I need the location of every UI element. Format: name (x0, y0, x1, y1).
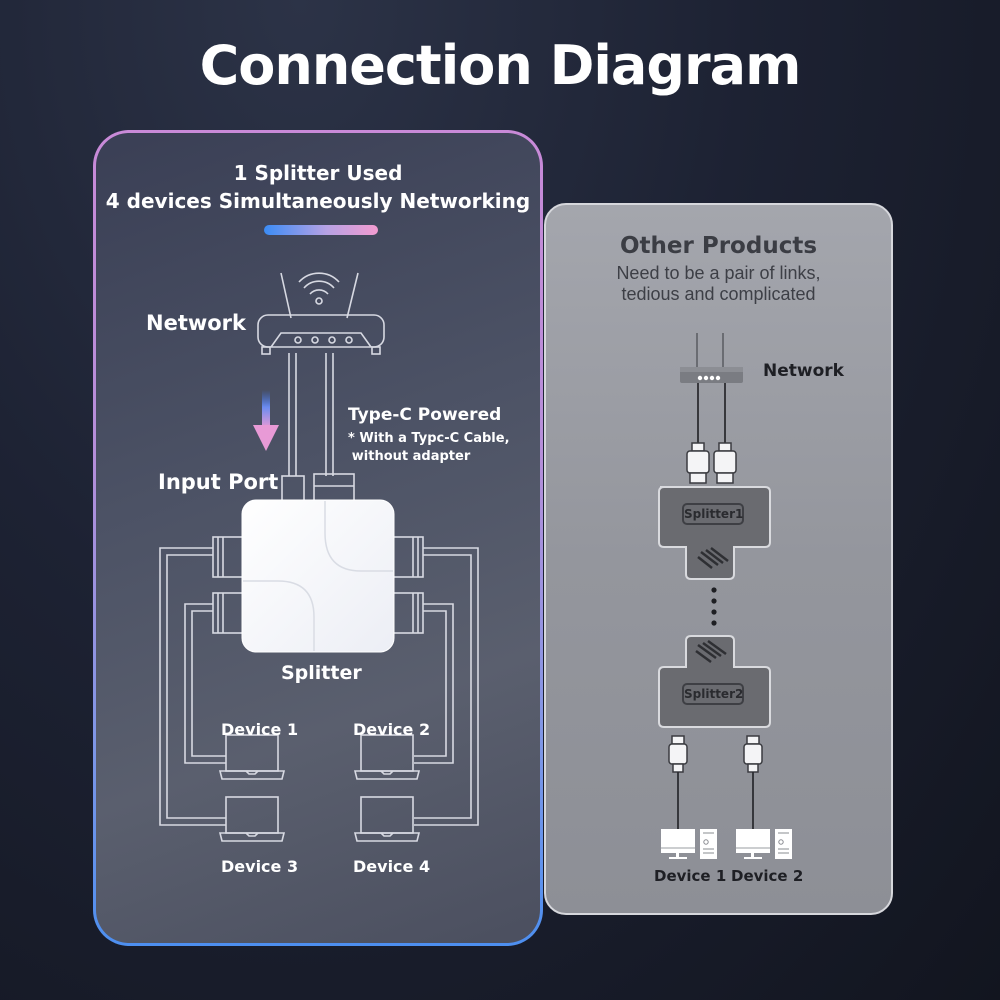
left-heading-line2: 4 devices Simultaneously Networking (105, 189, 531, 213)
other-products-card: Other Products Need to be a pair of link… (544, 203, 893, 915)
desktop-pc-icon-device-1 (661, 829, 717, 859)
wifi-icon (298, 272, 340, 305)
splitter2-label: Splitter2 (682, 683, 744, 705)
splitter2-icon (658, 635, 771, 728)
accent-bar (264, 225, 378, 235)
right-device-2-label: Device 2 (731, 867, 804, 885)
laptop-icon-device-4 (353, 796, 421, 842)
right-subtitle-line1: Need to be a pair of links, (616, 263, 821, 283)
page-title: Connection Diagram (199, 34, 802, 97)
right-subtitle: Need to be a pair of links, tedious and … (546, 263, 891, 305)
laptop-icon-device-3 (218, 796, 286, 842)
right-diagram (658, 333, 792, 859)
router-icon (257, 272, 385, 355)
continuation-dots (711, 587, 717, 626)
input-port-label: Input Port (158, 470, 279, 494)
device-4-label: Device 4 (353, 857, 431, 876)
left-heading: 1 Splitter Used 4 devices Simultaneously… (96, 159, 540, 215)
splitter-icon (241, 499, 395, 653)
splitter-solution-card: 1 Splitter Used 4 devices Simultaneously… (93, 130, 543, 946)
rj45-plug-icon (686, 442, 737, 484)
power-note-line1: * With a Typc-C Cable, (348, 431, 510, 446)
right-heading: Other Products (619, 233, 818, 259)
right-device-1-label: Device 1 (654, 867, 727, 885)
power-label: Type-C Powered (348, 405, 502, 425)
arrow-down-icon (253, 390, 279, 451)
laptop-icon-device-2 (353, 734, 421, 780)
device-1-label: Device 1 (221, 720, 299, 739)
router-cables (281, 353, 355, 507)
laptop-icon-device-1 (218, 734, 286, 780)
network-label: Network (146, 311, 247, 335)
left-heading-line1: 1 Splitter Used (233, 161, 403, 185)
splitter1-label: Splitter1 (682, 503, 744, 525)
right-network-label: Network (763, 361, 844, 381)
splitter1-icon (658, 486, 771, 580)
desktop-pc-icon-device-2 (736, 829, 792, 859)
rj45-plug-icon (668, 735, 763, 773)
device-2-label: Device 2 (353, 720, 431, 739)
router-icon (680, 333, 743, 383)
splitter-label: Splitter (281, 662, 362, 684)
power-note: * With a Typc-C Cable, without adapter (348, 430, 510, 466)
right-subtitle-line2: tedious and complicated (621, 284, 816, 304)
left-diagram (159, 272, 479, 842)
device-3-label: Device 3 (221, 857, 299, 876)
power-note-line2: without adapter (351, 449, 471, 464)
